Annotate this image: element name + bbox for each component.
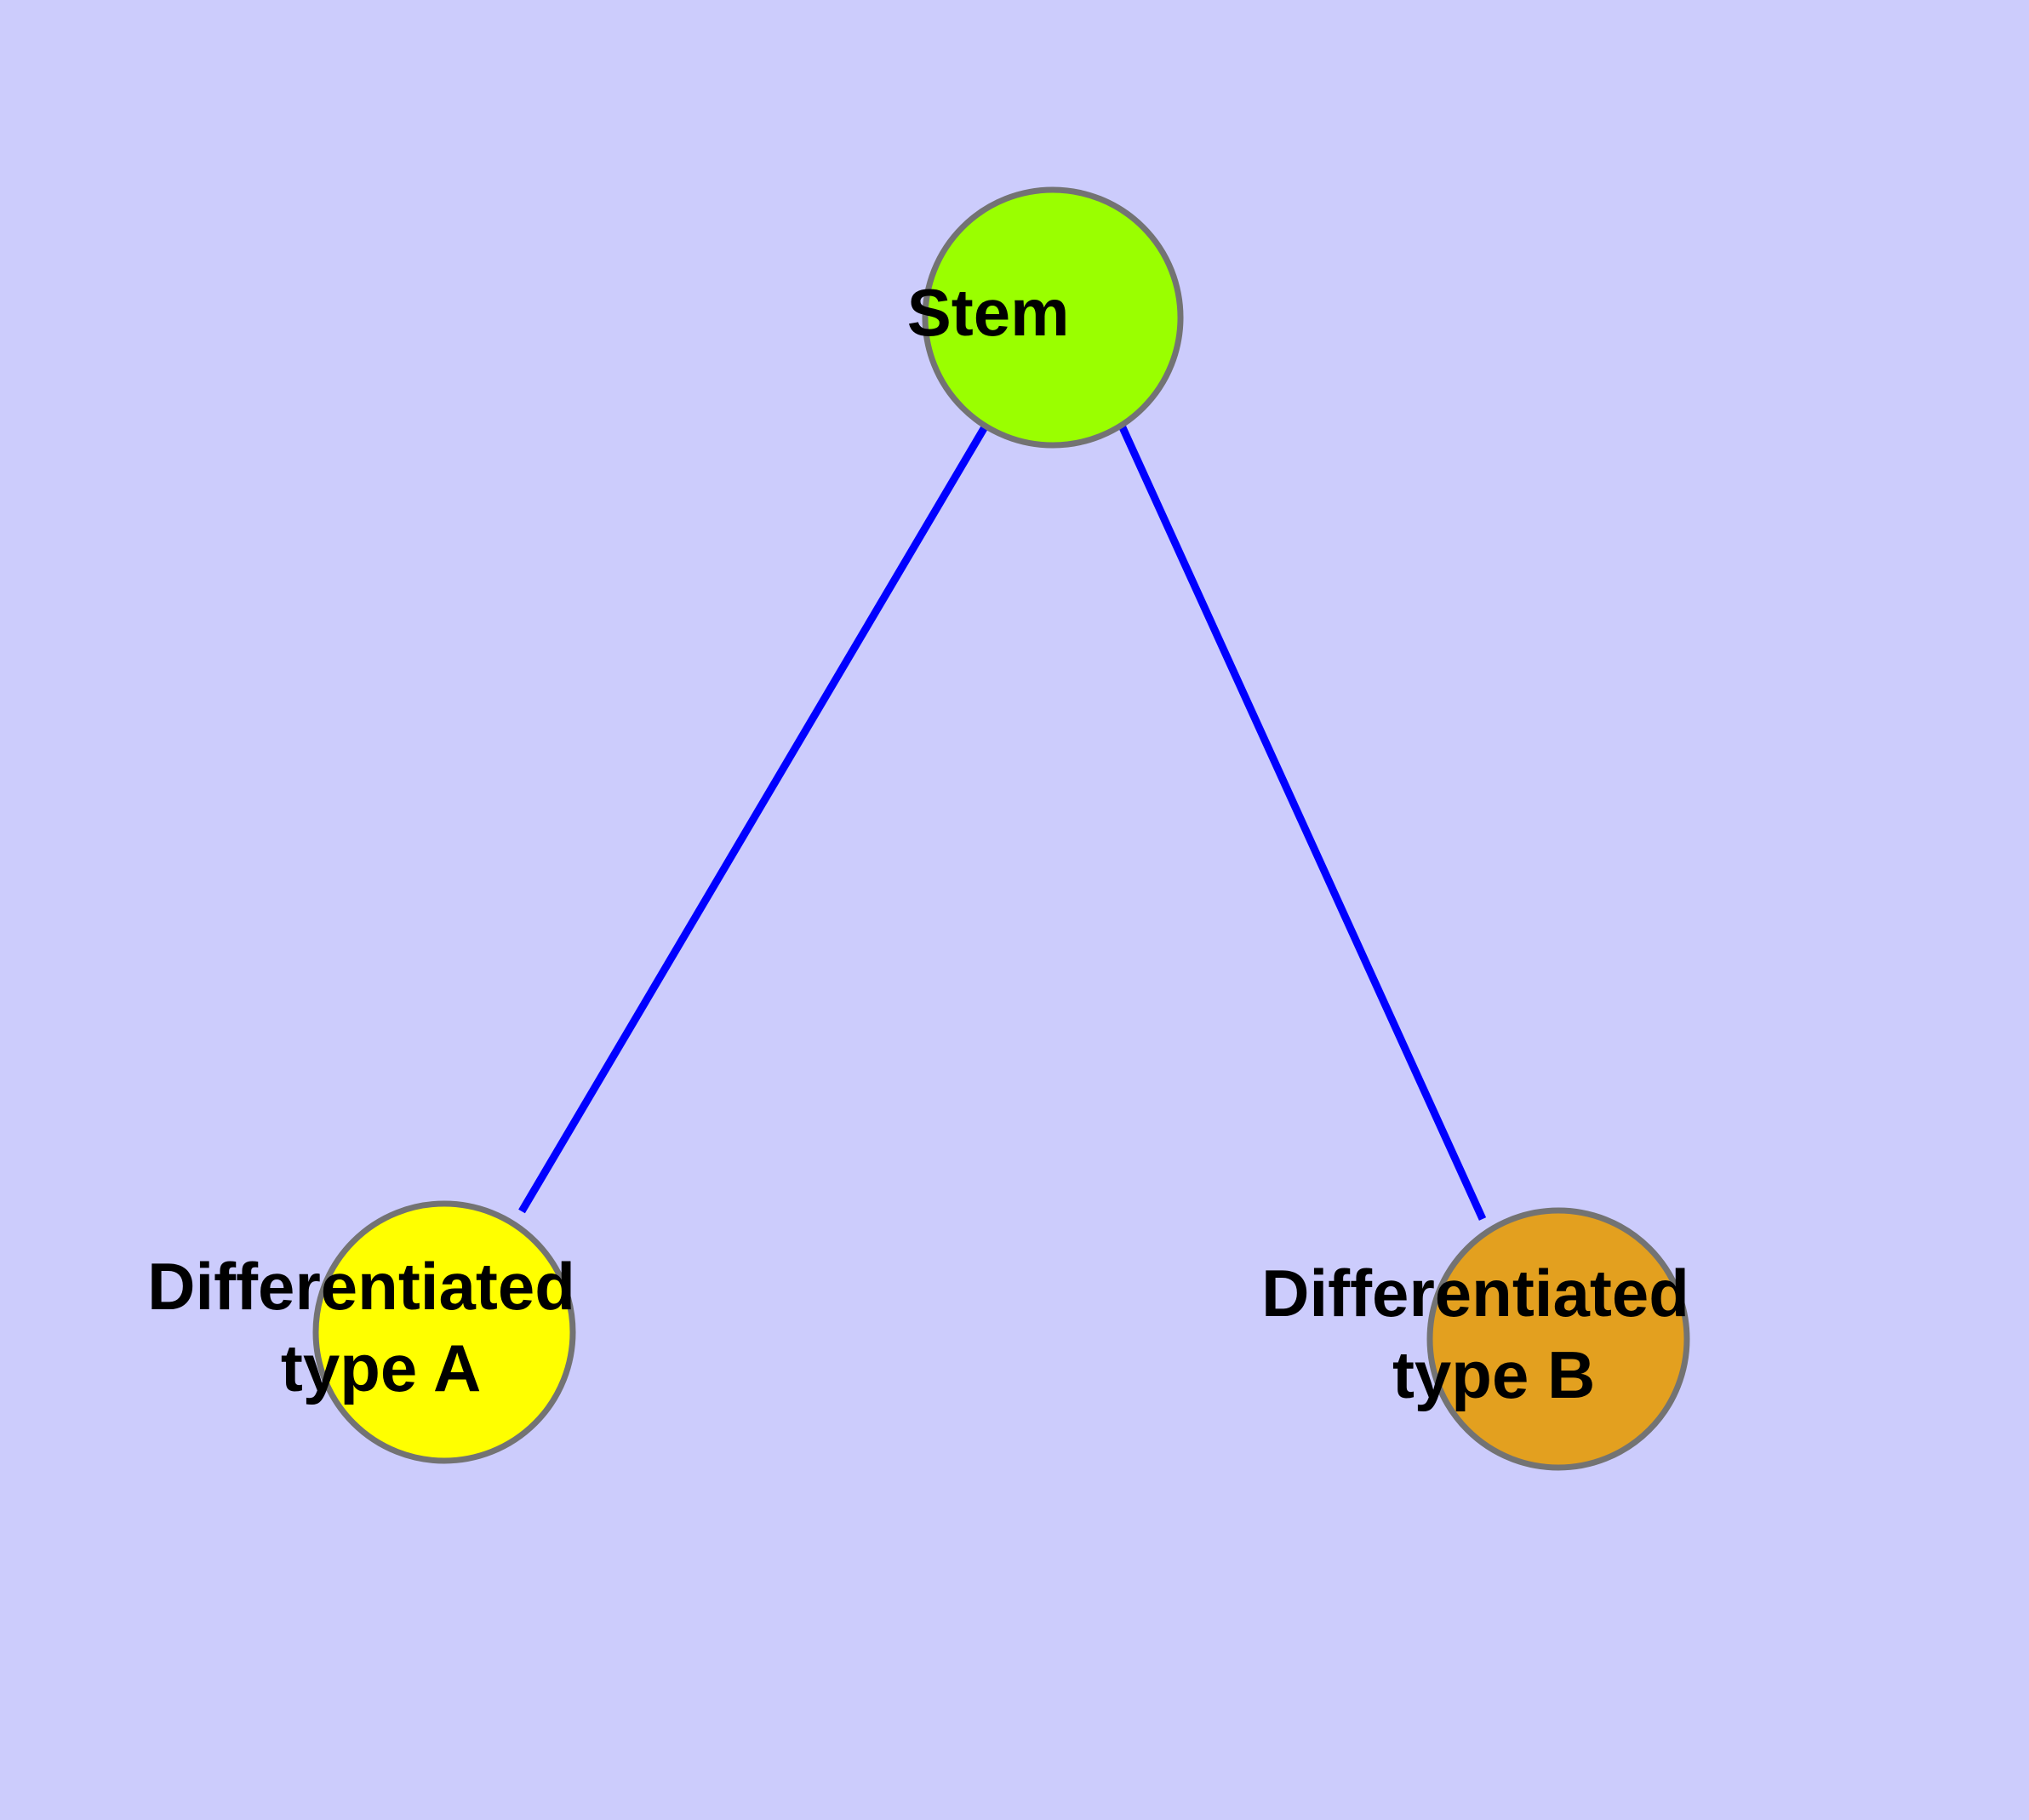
label-layer: Differentiated type A Differentiated typ… bbox=[147, 275, 1855, 1412]
node-label-line-1: Differentiated bbox=[1261, 1256, 1689, 1331]
node-label-line-2: type A bbox=[281, 1331, 480, 1405]
node-label-line-2: type B bbox=[1392, 1337, 1595, 1412]
node-stem[interactable] bbox=[922, 186, 1184, 449]
node-label-stem: Stem bbox=[907, 275, 1198, 350]
node-circle-differentiated-type-b[interactable] bbox=[1426, 1207, 1690, 1471]
edge-layer bbox=[518, 423, 1487, 1221]
node-differentiated-type-a[interactable] bbox=[312, 1200, 576, 1464]
edge-stem-to-differentiated-type-a[interactable] bbox=[518, 423, 989, 1214]
node-label-differentiated-type-a: Differentiated type A bbox=[147, 1249, 741, 1405]
node-label-line-1: Differentiated bbox=[147, 1249, 575, 1324]
node-label-line-1: Stem bbox=[907, 275, 1070, 350]
node-circle-stem[interactable] bbox=[922, 186, 1184, 449]
edge-stem-to-differentiated-type-b[interactable] bbox=[1117, 424, 1487, 1221]
node-circle-differentiated-type-a[interactable] bbox=[312, 1200, 576, 1464]
node-differentiated-type-b[interactable] bbox=[1426, 1207, 1690, 1471]
node-label-differentiated-type-b: Differentiated type B bbox=[1261, 1256, 1855, 1412]
